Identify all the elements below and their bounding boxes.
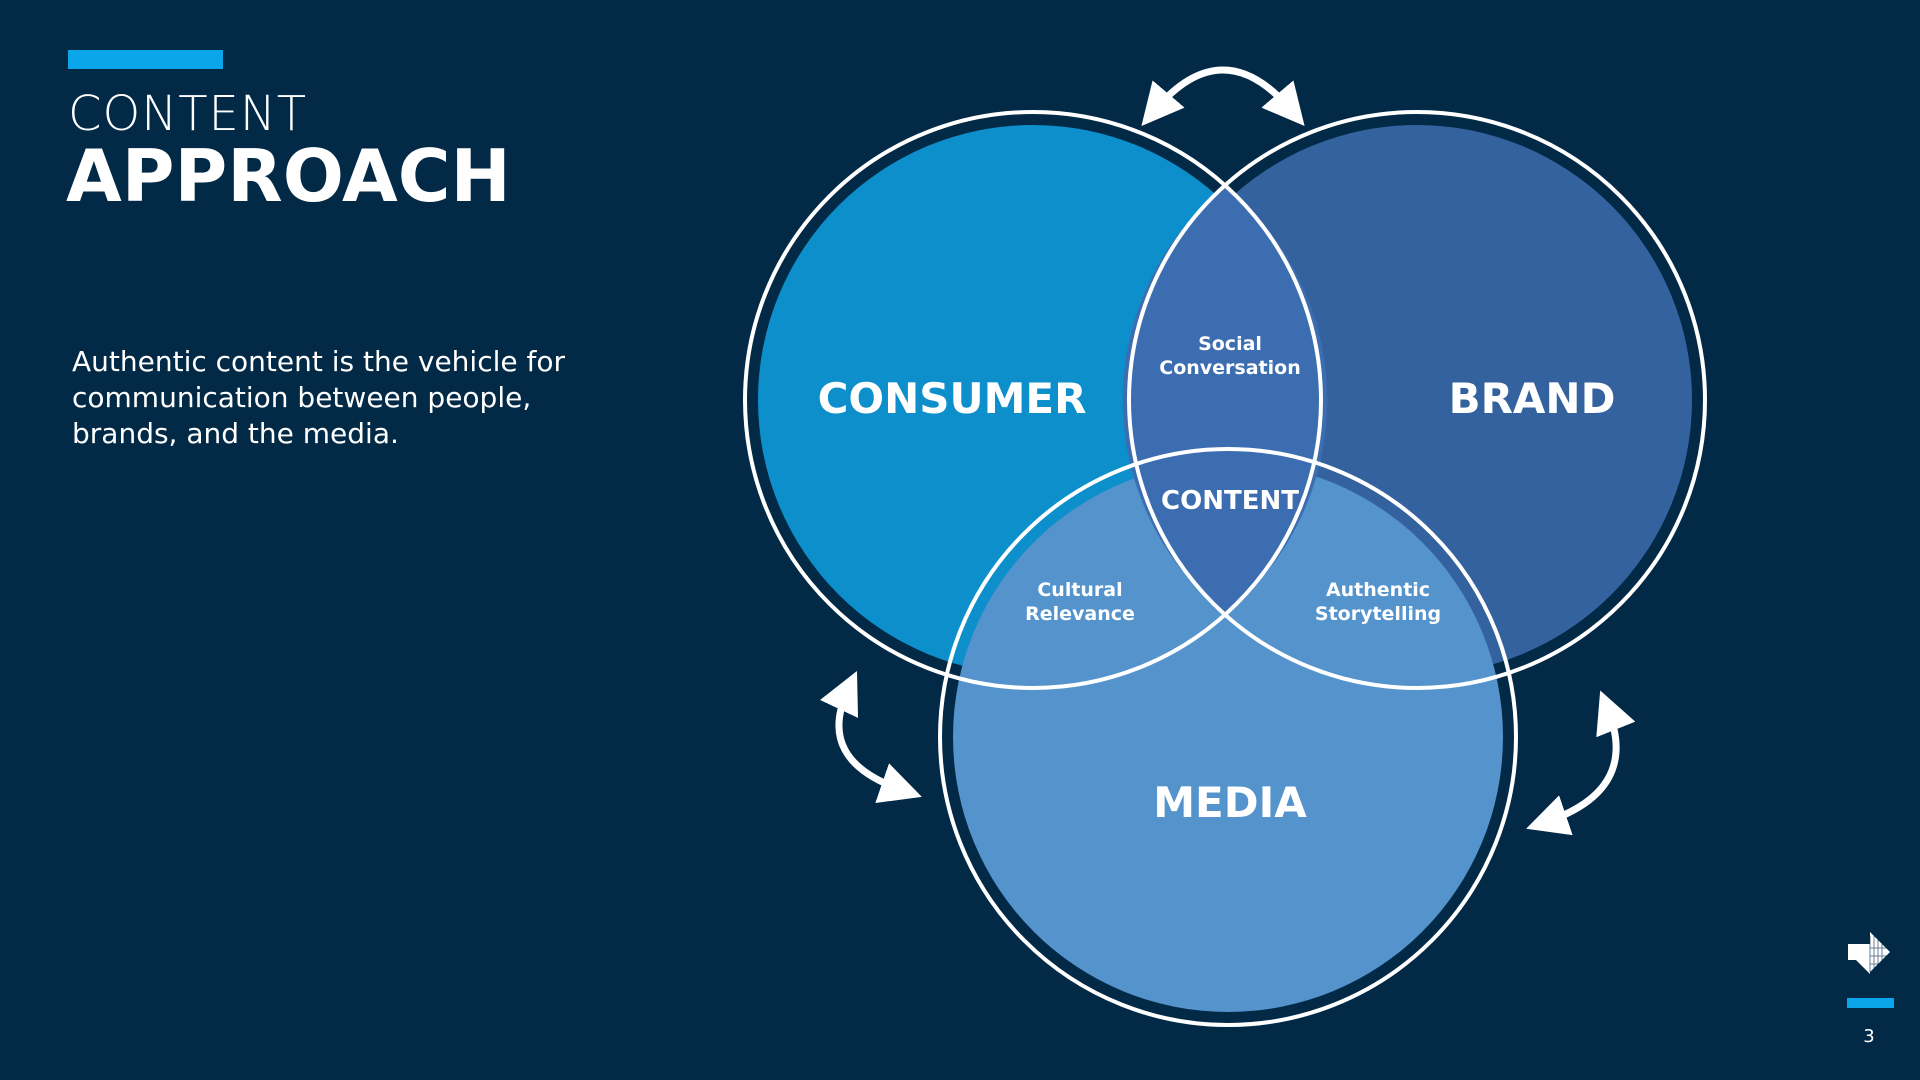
page-number: 3 [1863, 1026, 1875, 1047]
cultural-relevance-label-line-1: Cultural [1037, 579, 1122, 601]
media-outline [938, 447, 1518, 1027]
media-label: MEDIA [1153, 778, 1307, 827]
title-line-2: APPROACH [66, 134, 511, 218]
consumer-brand-arrow-icon [1141, 66, 1305, 126]
title-accent-bar [68, 50, 223, 69]
brand-label: BRAND [1449, 374, 1616, 423]
description-text: Authentic content is the vehicle for com… [72, 345, 565, 450]
content-center-label: CONTENT [1161, 486, 1299, 516]
authentic-storytelling-label-line-1: Authentic [1326, 579, 1430, 601]
media-circle [953, 462, 1503, 1012]
social-conversation-region [1122, 186, 1328, 614]
social-conversation-label-line-2: Conversation [1159, 357, 1300, 379]
consumer-label: CONSUMER [818, 374, 1087, 423]
authentic-storytelling-label-line-2: Storytelling [1315, 603, 1441, 625]
consumer-media-arrow-icon [820, 670, 922, 803]
consumer-outline [743, 110, 1323, 690]
brand-media-arrow-icon [1526, 690, 1636, 836]
folded-corner-logo-icon [1848, 932, 1890, 974]
page-accent-bar [1847, 998, 1894, 1008]
title-line-1: CONTENT [68, 86, 308, 142]
social-conversation-label-line-1: Social [1198, 333, 1262, 355]
cultural-relevance-label-line-2: Relevance [1025, 603, 1135, 625]
brand-outline [1127, 110, 1707, 690]
